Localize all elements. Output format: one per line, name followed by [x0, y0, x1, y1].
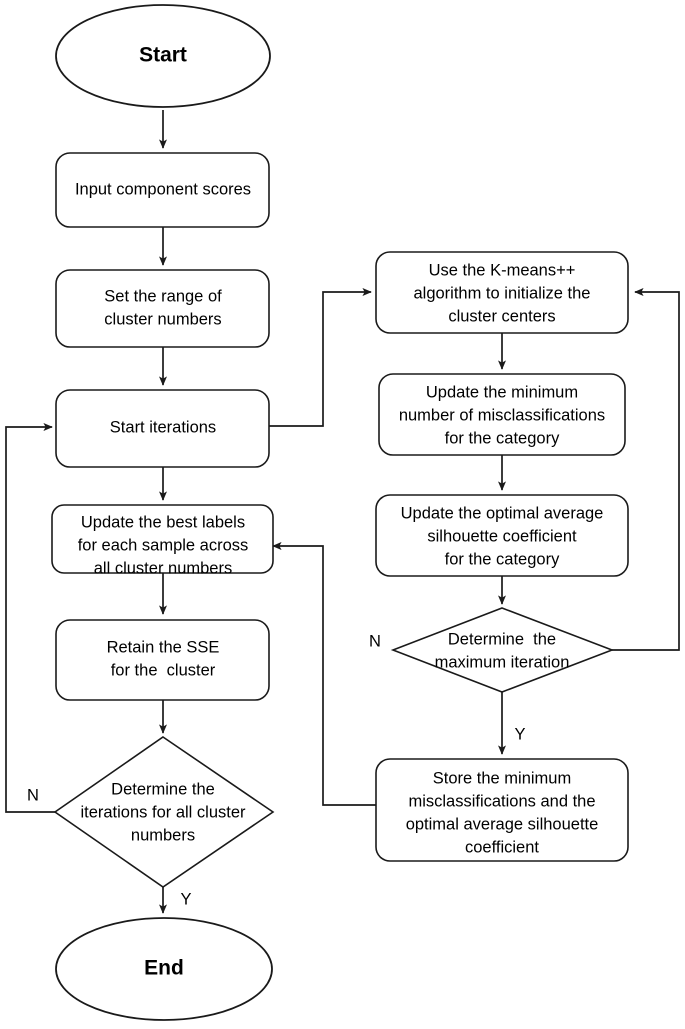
- determine-iterations-line-1: Determine the: [111, 780, 215, 798]
- set-range-box: [55, 269, 270, 348]
- node-start-iterations[interactable]: Start iterations: [55, 389, 270, 468]
- edge-startiterations-to-kmeanspp: [268, 288, 372, 427]
- determine-max-iteration-line-2: maximum iteration: [435, 653, 570, 671]
- kmeanspp-init-line-3: cluster centers: [448, 307, 555, 325]
- node-retain-sse[interactable]: Retain the SSE for the cluster: [55, 619, 270, 701]
- update-misclassifications-line-3: for the category: [445, 429, 560, 447]
- node-store-results[interactable]: Store the minimum misclassifications and…: [375, 758, 629, 862]
- store-results-line-1: Store the minimum: [433, 769, 571, 787]
- kmeanspp-init-line-2: algorithm to initialize the: [413, 284, 590, 302]
- node-start[interactable]: Start: [55, 4, 271, 108]
- retain-sse-line-1: Retain the SSE: [107, 638, 220, 656]
- retain-sse-line-2: for the cluster: [111, 661, 216, 679]
- node-input-component-scores[interactable]: Input component scores: [55, 152, 270, 228]
- kmeanspp-init-line-1: Use the K-means++: [429, 261, 576, 279]
- retain-sse-box: [55, 619, 270, 701]
- edge-store-to-updatelabels: [272, 542, 376, 806]
- node-kmeanspp-init[interactable]: Use the K-means++ algorithm to initializ…: [375, 251, 629, 334]
- start-iterations-box: [55, 389, 270, 468]
- node-set-range[interactable]: Set the range of cluster numbers: [55, 269, 270, 348]
- update-misclassifications-box: [378, 373, 626, 456]
- node-determine-max-iteration[interactable]: Determine the maximum iteration: [390, 607, 615, 693]
- update-silhouette-line-1: Update the optimal average: [401, 504, 604, 522]
- node-update-misclassifications[interactable]: Update the minimum number of misclassifi…: [378, 373, 626, 456]
- update-silhouette-line-3: for the category: [445, 550, 560, 568]
- update-labels-line-2: for each sample across: [78, 536, 249, 554]
- edge-determinemax-no-to-kmeanspp: [612, 288, 680, 651]
- end-ellipse: [55, 917, 273, 1021]
- edge-determineiterations-no-to-startiterations: [5, 423, 55, 813]
- branch-label-max-iteration-no: N: [369, 632, 381, 650]
- node-determine-iterations[interactable]: Determine the iterations for all cluster…: [53, 736, 275, 888]
- update-misclassifications-line-1: Update the minimum: [426, 383, 578, 401]
- store-results-line-4: coefficient: [465, 838, 539, 856]
- determine-iterations-diamond: [53, 736, 275, 888]
- node-update-best-labels[interactable]: Update the best labels for each sample a…: [51, 504, 274, 577]
- update-silhouette-line-2: silhouette coefficient: [427, 527, 577, 545]
- set-range-line-1: Set the range of: [104, 287, 222, 305]
- input-scores-label: Input component scores: [75, 180, 251, 198]
- determine-max-iteration-line-1: Determine the: [448, 630, 556, 648]
- branch-label-cluster-iterations-no: N: [27, 786, 39, 804]
- determine-iterations-line-3: numbers: [131, 826, 195, 844]
- determine-iterations-line-2: iterations for all cluster: [80, 803, 246, 821]
- kmeanspp-init-box: [375, 251, 629, 334]
- start-iterations-label: Start iterations: [110, 418, 216, 436]
- node-update-silhouette[interactable]: Update the optimal average silhouette co…: [375, 494, 629, 577]
- store-results-line-2: misclassifications and the: [408, 792, 595, 810]
- determine-max-iteration-diamond: [390, 607, 615, 693]
- update-silhouette-box: [375, 494, 629, 577]
- set-range-line-2: cluster numbers: [104, 310, 221, 328]
- store-results-box: [375, 758, 629, 862]
- end-label: End: [144, 957, 184, 980]
- branch-label-max-iteration-yes: Y: [514, 725, 525, 743]
- update-misclassifications-line-2: number of misclassifications: [399, 406, 605, 424]
- node-end[interactable]: End: [55, 917, 273, 1021]
- branch-label-cluster-iterations-yes: Y: [180, 890, 191, 908]
- branch-label-layer: N Y N Y: [27, 632, 525, 908]
- start-label: Start: [139, 44, 187, 67]
- update-labels-line-1: Update the best labels: [81, 513, 245, 531]
- update-labels-line-3: all cluster numbers: [94, 559, 232, 577]
- input-scores-box: [55, 152, 270, 228]
- edge-layer: [5, 110, 680, 914]
- start-ellipse: [55, 4, 271, 108]
- update-labels-box: [51, 504, 274, 574]
- store-results-line-3: optimal average silhouette: [406, 815, 599, 833]
